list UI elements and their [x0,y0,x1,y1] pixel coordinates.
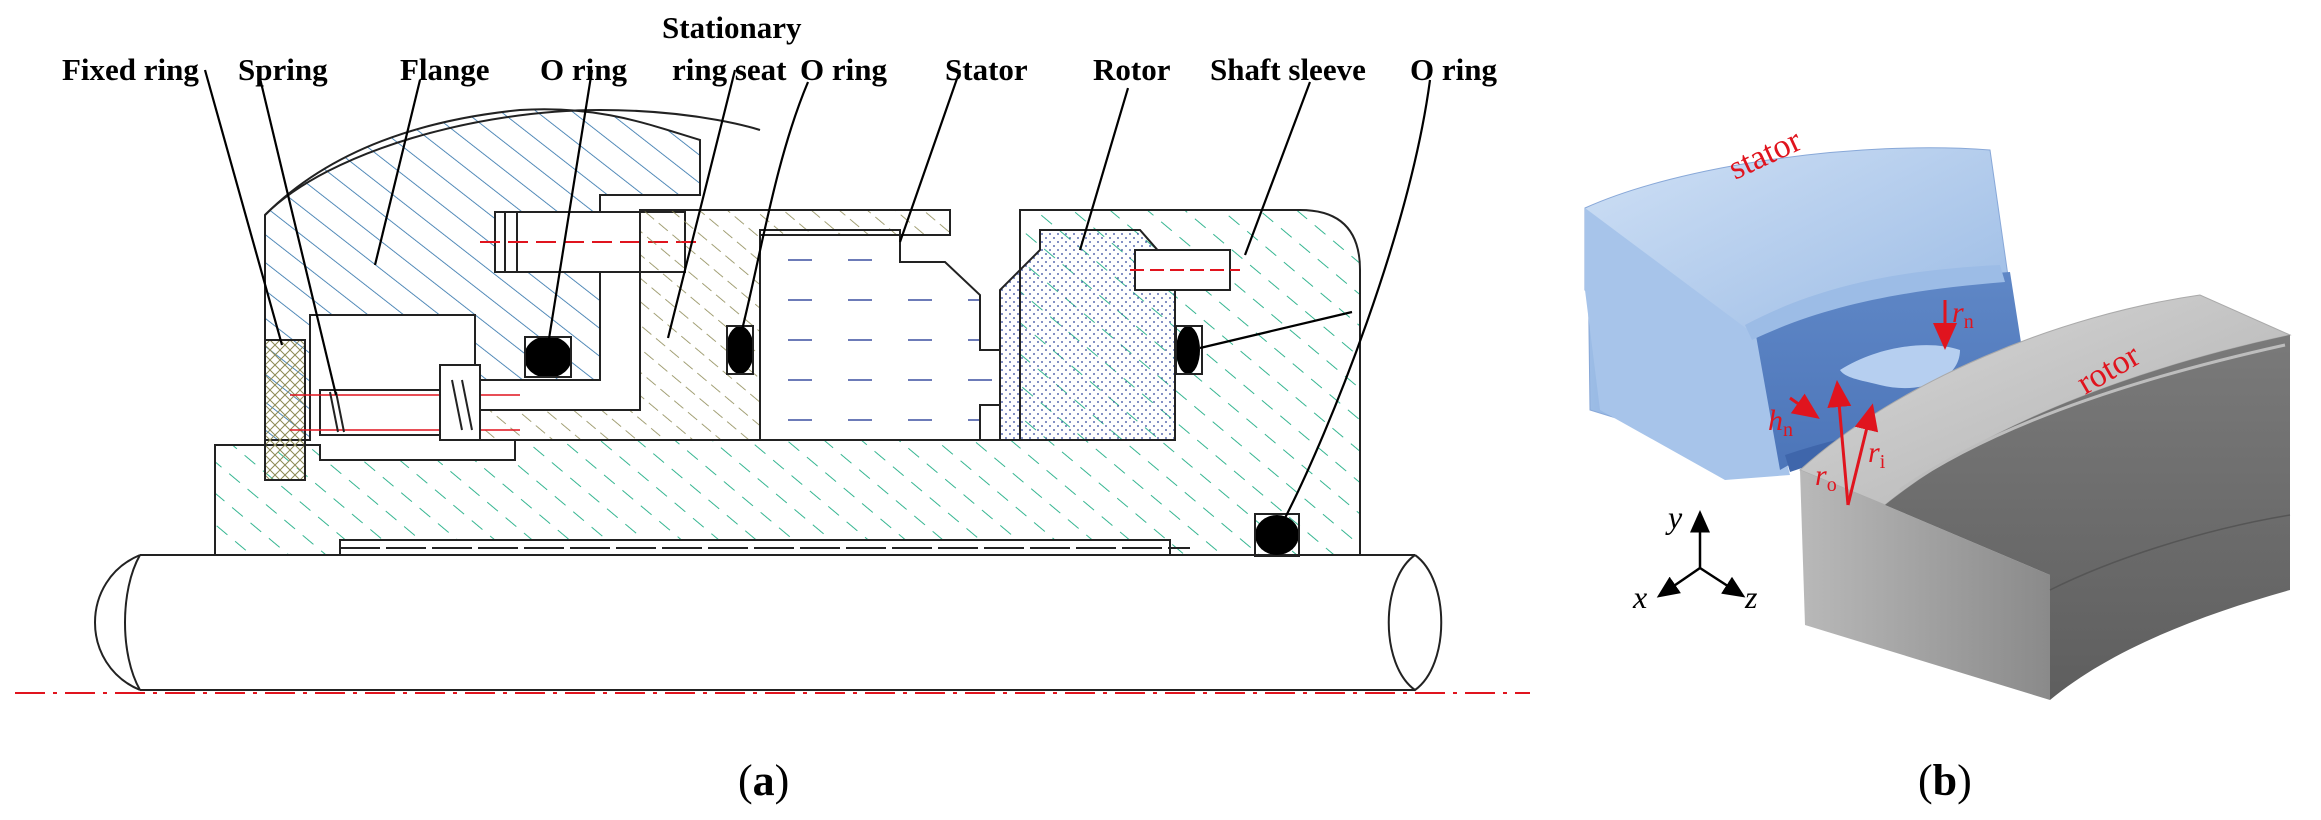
label-rotor: Rotor [1093,52,1171,87]
stator-block [1584,147,2030,480]
label-o-ring-1: O ring [540,52,627,87]
symbol-h-n: hn [1768,404,1793,441]
label-stationary: Stationary [662,10,802,45]
caption-b: (b) [1918,756,1972,805]
o-ring-flange [524,336,572,378]
rotor-block [1799,294,2292,700]
o-ring-rotor [1176,326,1200,374]
flange [264,108,701,441]
axis-y-label: y [1665,499,1683,535]
axis-z-label: z [1744,579,1758,615]
fixed-ring [264,339,306,481]
o-ring-sleeve [1255,515,1299,555]
stator-ring [759,229,1001,441]
axis-x-label: x [1632,579,1647,615]
dimension-arrows [1789,300,1957,506]
label-ring-seat: ring seat [672,52,787,87]
shaft [94,554,1443,692]
o-ring-seat [726,326,754,374]
symbol-r-n: rn [1952,296,1974,333]
label-spring: Spring [238,52,328,87]
panel-a-cross-section: Fixed ring Spring Flange O ring Stationa… [15,10,1530,805]
label-stator: Stator [945,52,1028,87]
label-o-ring-3: O ring [1410,52,1497,87]
caption-a: (a) [738,756,789,805]
panel-b-3d-model: stator rotor rn hn ro ri y x z (b) [1584,122,2292,805]
rotor-ring [999,229,1176,441]
spring-assembly [290,364,520,441]
sleeve-pin [1130,249,1240,291]
leader-lines [203,69,1432,519]
symbol-r-o: ro [1815,459,1837,496]
label-fixed-ring: Fixed ring [62,52,199,87]
label-shaft-sleeve: Shaft sleeve [1210,52,1366,87]
label-flange: Flange [400,52,490,87]
symbol-r-i: ri [1868,436,1886,473]
coordinate-axes: y x z [1632,499,1758,615]
label-o-ring-2: O ring [800,52,887,87]
